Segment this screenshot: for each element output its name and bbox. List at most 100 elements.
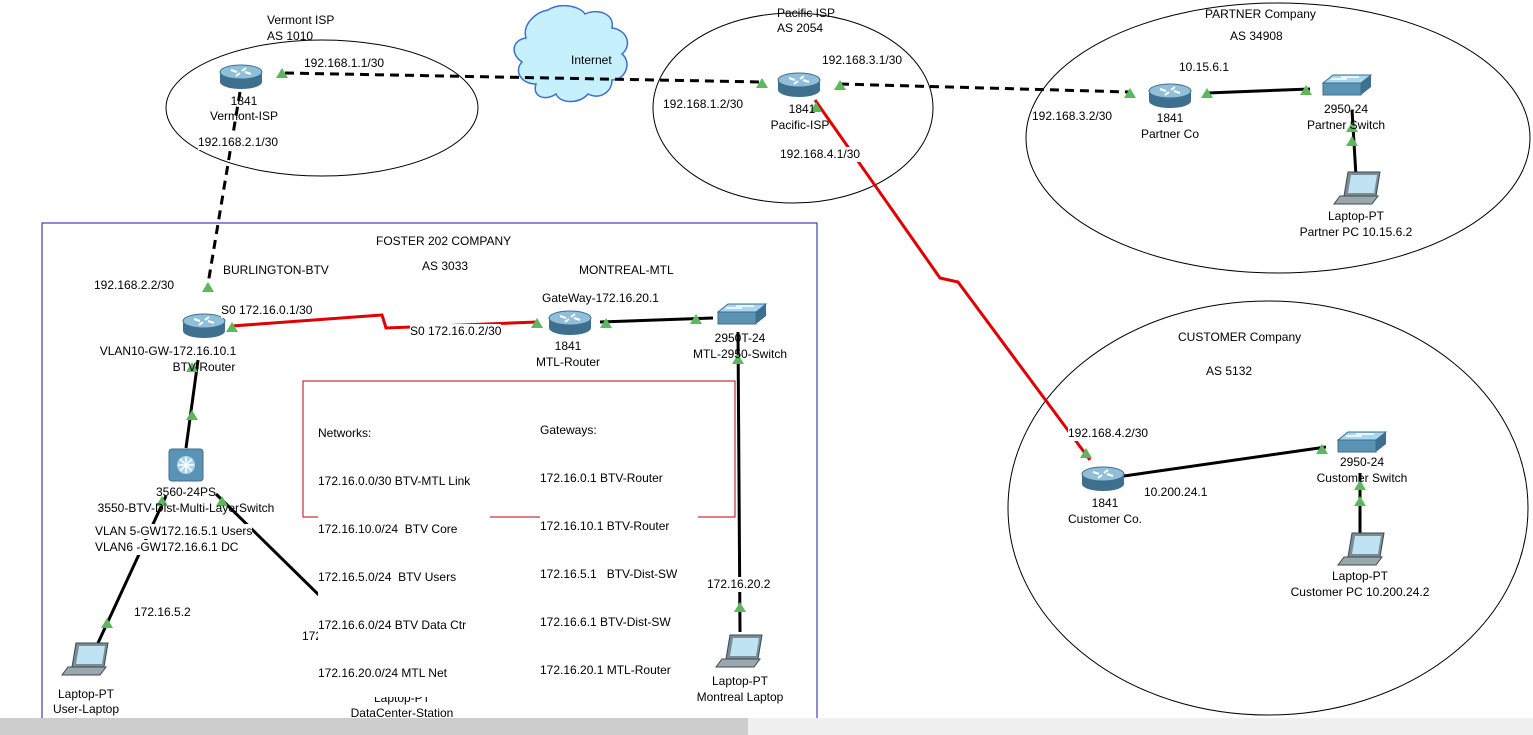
partner-zone-title: PARTNER Company (1205, 7, 1316, 21)
link-vermont-btv[interactable] (205, 91, 242, 291)
pacific-left-ip: 192.168.1.2/30 (663, 97, 744, 112)
customer-switch-model: 2950-24 (1339, 455, 1385, 469)
user-laptop-icon[interactable] (61, 642, 109, 676)
gateways-notes: Gateways: 172.16.0.1 BTV-Router 172.16.1… (540, 390, 698, 694)
customer-router-icon[interactable] (1081, 466, 1125, 492)
vermont-zone-title: Vermont ISP (267, 13, 335, 27)
link-pacific-customer-serial[interactable] (813, 99, 1092, 461)
pacific-zone-as: AS 2054 (777, 21, 824, 35)
customer-router-model: 1841 (1091, 496, 1119, 510)
partner-switch-name: Partner Switch (1306, 118, 1386, 132)
scrollbar-thumb[interactable] (0, 718, 748, 735)
link-customer-router-switch[interactable] (1123, 445, 1327, 478)
partner-lan-ip: 10.15.6.1 (1179, 60, 1230, 75)
customer-pc-name: Customer PC 10.200.24.2 (1290, 585, 1430, 599)
partner-router-icon[interactable] (1148, 83, 1192, 109)
montreal-label: MONTREAL-MTL (579, 263, 674, 278)
mtl-gateway-label: GateWay-172.16.20.1 (542, 291, 659, 306)
network-entry: 172.16.0.0/30 BTV-MTL Link (318, 474, 471, 488)
port-indicators (101, 68, 1366, 640)
vermont-wan-ip: 192.168.1.1/30 (304, 56, 385, 71)
customer-wan-ip: 192.168.4.2/30 (1068, 426, 1149, 441)
network-entry: 172.16.20.0/24 MTL Net (318, 666, 447, 680)
vermont-isp-zone (165, 39, 479, 177)
partner-pc-model: Laptop-PT (1327, 209, 1385, 223)
gateway-entry: 172.16.0.1 BTV-Router (540, 471, 663, 485)
partner-switch-icon[interactable] (1322, 74, 1372, 96)
mtl-switch-name: MTL-2950-Switch (692, 347, 788, 361)
user-laptop-model: Laptop-PT (57, 687, 115, 701)
gateway-entry: 172.16.20.1 MTL-Router (540, 663, 671, 677)
partner-company-zone (1025, 2, 1531, 274)
link-btv-router-mls[interactable] (184, 359, 200, 449)
internet-label: Internet (571, 53, 612, 67)
btv-router-model: VLAN10-GW-172.16.10.1 (99, 344, 237, 358)
partner-router-model: 1841 (1156, 111, 1184, 125)
pacific-router-icon[interactable] (777, 72, 821, 98)
pacific-down-ip: 192.168.4.1/30 (780, 147, 861, 162)
notes-box (302, 380, 736, 518)
customer-company-zone (1007, 300, 1529, 716)
link-mls-user-laptop[interactable] (96, 495, 168, 644)
gateway-entry: 172.16.5.1 BTV-Dist-SW (540, 567, 678, 581)
customer-router-name: Customer Co. (1067, 512, 1143, 526)
mtl-switch-icon[interactable] (717, 303, 767, 325)
partner-switch-model: 2950-24 (1323, 102, 1369, 116)
customer-switch-name: Customer Switch (1316, 471, 1408, 485)
mtl-router-model: 1841 (554, 339, 582, 353)
pacific-router-model: 1841 (788, 102, 816, 116)
btv-up-ip: 192.168.2.2/30 (94, 278, 175, 293)
user-laptop-name: User-Laptop (52, 702, 120, 716)
multilayer-switch-model: 3560-24PS (155, 485, 217, 499)
vermont-router-model: 1841 (230, 94, 258, 108)
multilayer-switch-icon[interactable] (168, 448, 204, 482)
btv-s0-ip: S0 172.16.0.1/30 (221, 303, 313, 318)
burlington-label: BURLINGTON-BTV (223, 263, 329, 278)
gateways-title: Gateways: (540, 423, 597, 437)
mtl-router-icon[interactable] (548, 310, 592, 336)
montreal-laptop-ip: 172.16.20.2 (707, 577, 771, 592)
partner-router-name: Partner Co (1140, 127, 1200, 141)
user-laptop-ip: 172.16.5.2 (134, 605, 191, 620)
customer-lan-ip: 10.200.24.1 (1144, 485, 1208, 500)
network-entry: 172.16.5.0/24 BTV Users (318, 570, 457, 584)
customer-laptop-icon[interactable] (1337, 532, 1385, 566)
partner-pc-name: Partner PC 10.15.6.2 (1299, 225, 1413, 239)
partner-laptop-icon[interactable] (1333, 171, 1381, 205)
btv-router-icon[interactable] (182, 313, 226, 339)
vlan-info-line-2: VLAN6 -GW172.16.6.1 DC (95, 540, 239, 555)
link-partner-router-switch[interactable] (1206, 87, 1311, 95)
vermont-down-ip: 192.168.2.1/30 (198, 135, 279, 150)
partner-wan-ip: 192.168.3.2/30 (1032, 109, 1113, 124)
network-entry: 172.16.6.0/24 BTV Data Ctr (318, 618, 467, 632)
pacific-router-name: Pacific-ISP (770, 118, 830, 132)
pacific-isp-zone (652, 12, 934, 204)
networks-notes: Networks: 172.16.0.0/30 BTV-MTL Link 172… (318, 393, 490, 697)
foster-zone-as: AS 3033 (422, 259, 469, 273)
mtl-switch-model: 2950T-24 (714, 331, 766, 345)
partner-zone-as: AS 34908 (1230, 29, 1283, 43)
mtl-s0-ip: S0 172.16.0.2/30 (410, 324, 502, 339)
foster-zone-title: FOSTER 202 COMPANY (376, 234, 512, 248)
customer-zone-as: AS 5132 (1206, 364, 1253, 378)
gateway-entry: 172.16.6.1 BTV-Dist-SW (540, 615, 671, 629)
vermont-zone-as: AS 1010 (267, 29, 314, 43)
networks-title: Networks: (318, 426, 372, 440)
gateway-entry: 172.16.10.1 BTV-Router (540, 519, 670, 533)
mtl-router-name: MTL-Router (535, 355, 600, 369)
vermont-router-name: Vermont-ISP (209, 109, 279, 123)
customer-switch-icon[interactable] (1337, 431, 1387, 453)
btv-router-name: BTV-Router (172, 360, 236, 374)
montreal-laptop-model: Laptop-PT (711, 674, 769, 688)
vlan-info-line-1: VLAN 5-GW172.16.5.1 Users (95, 524, 253, 539)
link-pacific-partner[interactable] (839, 82, 1131, 94)
montreal-laptop-name: Montreal Laptop (696, 690, 784, 704)
link-vermont-pacific[interactable] (284, 71, 763, 84)
customer-zone-title: CUSTOMER Company (1178, 330, 1302, 344)
montreal-laptop-icon[interactable] (715, 634, 763, 668)
vermont-router-icon[interactable] (219, 64, 263, 90)
multilayer-switch-name: 3550-BTV-Dist-Multi-LayerSwitch (97, 501, 275, 515)
pacific-zone-title: Pacific ISP (777, 6, 836, 20)
dc-station-name: DataCenter-Station (350, 706, 454, 720)
customer-pc-model: Laptop-PT (1331, 569, 1389, 583)
